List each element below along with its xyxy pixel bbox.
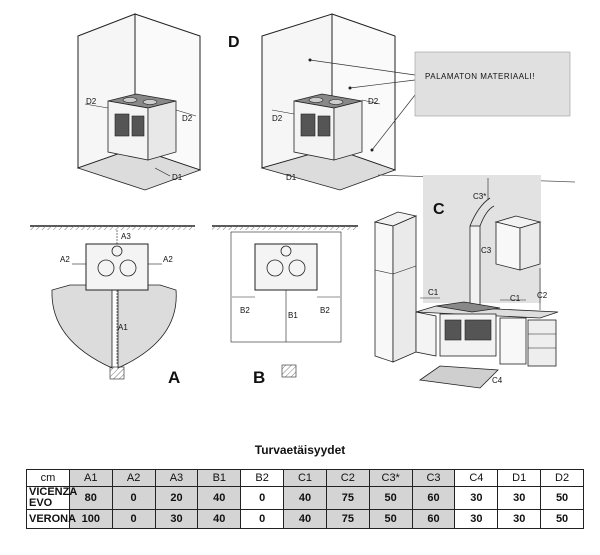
header-cell-c3: C3 [411, 469, 456, 487]
header-cell-c2: C2 [325, 469, 370, 487]
header-cell-d1: D1 [497, 469, 542, 487]
model-name-cell: VICENZA EVO [26, 486, 77, 510]
label-a2-right: A2 [163, 255, 173, 264]
header-cell-a2: A2 [111, 469, 156, 487]
value-cell: 50 [368, 486, 413, 510]
label-d1-right: D1 [286, 173, 297, 182]
label-a1: A1 [118, 323, 128, 332]
header-cell-a3: A3 [154, 469, 199, 487]
header-cell-c4: C4 [454, 469, 499, 487]
warning-box [414, 51, 571, 117]
header-cell-c1: C1 [283, 469, 327, 487]
view-d-left [76, 13, 202, 191]
view-c-title: C [433, 201, 445, 218]
label-d2-right-b: D2 [368, 97, 379, 106]
value-cell: 0 [111, 509, 156, 529]
label-a2-left: A2 [60, 255, 70, 264]
view-b [212, 225, 358, 378]
label-c3: C3 [481, 246, 492, 255]
view-c [373, 174, 576, 389]
label-d2-left-b: D2 [182, 114, 193, 123]
label-a3: A3 [121, 232, 131, 241]
label-b1: B1 [288, 311, 298, 320]
value-cell: 75 [325, 486, 370, 510]
header-cell-c3-star: C3* [368, 469, 413, 487]
value-cell: 50 [540, 509, 584, 529]
view-b-title: B [253, 368, 265, 387]
value-cell: 30 [454, 486, 499, 510]
label-b2-left: B2 [240, 306, 250, 315]
value-cell: 40 [197, 486, 242, 510]
header-cell-a1: A1 [68, 469, 113, 487]
label-d1-left: D1 [172, 173, 183, 182]
header-cell-b2: B2 [240, 469, 285, 487]
label-d2-left-a: D2 [86, 97, 97, 106]
value-cell: 80 [68, 486, 113, 510]
view-a [30, 225, 195, 380]
value-cell: 30 [154, 509, 199, 529]
value-cell: 20 [154, 486, 199, 510]
model-name-cell: VERONA [26, 509, 76, 529]
value-cell: 100 [68, 509, 113, 529]
view-d-title: D [228, 34, 240, 51]
value-cell: 0 [240, 486, 285, 510]
value-cell: 30 [454, 509, 499, 529]
value-cell: 40 [197, 509, 242, 529]
label-c3-star: C3* [473, 192, 486, 201]
value-cell: 0 [240, 509, 285, 529]
value-cell: 60 [411, 509, 456, 529]
value-cell: 40 [283, 486, 327, 510]
label-c1-right: C1 [510, 294, 521, 303]
warning-text: PALAMATON MATERIAALI! [425, 72, 535, 81]
header-cell-d2: D2 [540, 469, 584, 487]
installation-diagram: D2 D2 D1 D D2 D2 D1 PALAMATON MATERIAALI… [30, 13, 576, 389]
header-cell-b1: B1 [197, 469, 242, 487]
value-cell: 60 [411, 486, 456, 510]
label-d2-right-a: D2 [272, 114, 283, 123]
table-title: Turvaetäisyydet [254, 443, 346, 457]
label-c1-left: C1 [428, 288, 439, 297]
value-cell: 40 [283, 509, 327, 529]
label-b2-right: B2 [320, 306, 330, 315]
value-cell: 30 [497, 509, 542, 529]
label-c2: C2 [537, 291, 548, 300]
view-d-right [260, 13, 416, 191]
value-cell: 0 [111, 486, 156, 510]
value-cell: 50 [540, 486, 584, 510]
header-cell-cm: cm [26, 469, 70, 487]
label-c4: C4 [492, 376, 503, 385]
view-a-title: A [168, 368, 180, 387]
value-cell: 50 [368, 509, 413, 529]
value-cell: 30 [497, 486, 542, 510]
value-cell: 75 [325, 509, 370, 529]
